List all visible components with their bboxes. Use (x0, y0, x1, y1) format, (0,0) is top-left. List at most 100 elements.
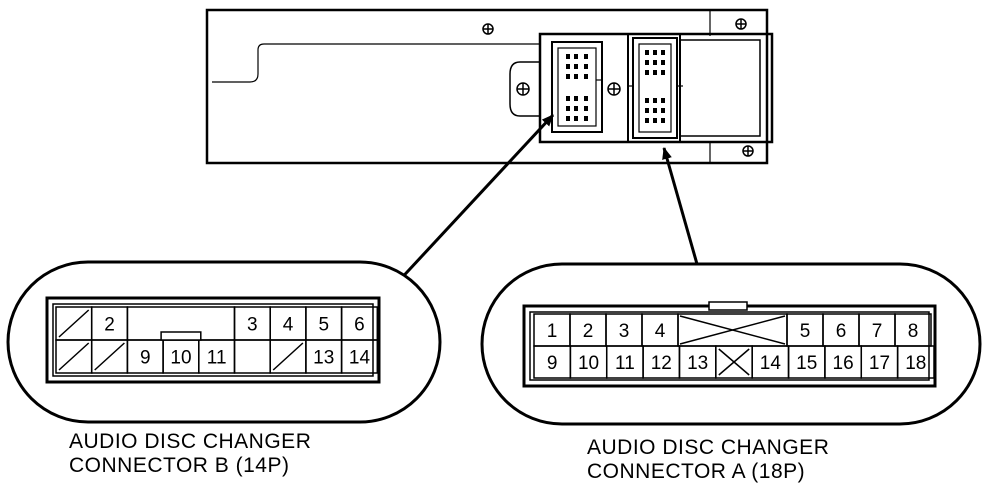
socket-pin (661, 60, 665, 65)
socket-pin (653, 98, 657, 103)
socket-pin (584, 96, 588, 101)
socket-pin (653, 108, 657, 113)
socket-pin (661, 50, 665, 55)
screw-icon (482, 18, 754, 157)
socket-b-inner (557, 47, 597, 127)
socket-pin (661, 70, 665, 75)
socket-pin (645, 118, 649, 123)
connector-housing (538, 32, 774, 144)
socket-a (632, 37, 678, 139)
socket-pin (661, 118, 665, 123)
pin-label: 14 (349, 348, 371, 369)
connector-a-bubble (480, 262, 982, 426)
pin-label: 11 (615, 353, 635, 374)
pin-label: 8 (908, 321, 919, 342)
unused-cavity-mark (58, 342, 90, 371)
pin-label: 10 (578, 353, 599, 374)
pin-label: 9 (547, 353, 558, 374)
socket-pin (645, 108, 649, 113)
socket-pin (566, 54, 570, 59)
connector-b-caption: AUDIO DISC CHANGER CONNECTOR B (14P) (69, 430, 311, 478)
pin-label: 5 (800, 321, 811, 342)
pin-label: 2 (583, 321, 594, 342)
empty-cavity (233, 339, 271, 374)
connector-a-caption-line2: CONNECTOR A (18P) (587, 460, 806, 483)
socket-pin (574, 96, 578, 101)
pin-label: 4 (283, 315, 294, 336)
socket-pin (645, 70, 649, 75)
socket-pin (574, 74, 578, 79)
socket-pin (584, 54, 588, 59)
pin-label: 14 (760, 353, 782, 374)
pin-cell (896, 345, 935, 379)
pin-label: 3 (619, 321, 630, 342)
pin-label: 18 (905, 353, 926, 374)
connector-a-callout (480, 262, 982, 426)
unused-cavity-mark (94, 342, 125, 371)
connector-b-lock-tab (160, 331, 202, 341)
socket-pin (661, 108, 665, 113)
unused-cavity-mark (718, 348, 750, 376)
pin-label: 5 (318, 315, 329, 336)
socket-pin (566, 64, 570, 69)
pin-label: 1 (547, 321, 558, 342)
socket-pin (574, 116, 578, 121)
arrow-to-connector-b (394, 113, 555, 286)
socket-pin (574, 54, 578, 59)
socket-pin (584, 106, 588, 111)
pin-label: 15 (796, 353, 817, 374)
socket-pin (645, 50, 649, 55)
socket-pin (566, 74, 570, 79)
pin-label: 6 (354, 315, 365, 336)
socket-pin (653, 50, 657, 55)
socket-pin (574, 64, 578, 69)
socket-pin (584, 64, 588, 69)
pin-label: 2 (104, 315, 115, 336)
socket-pin (566, 96, 570, 101)
socket-pin (653, 118, 657, 123)
socket-b (551, 41, 603, 133)
pin-label: 13 (313, 348, 334, 369)
unit-panel-line (212, 43, 540, 83)
socket-pin (566, 106, 570, 111)
connector-a-caption-line1: AUDIO DISC CHANGER (587, 436, 830, 459)
unused-cavity-mark (58, 309, 90, 338)
pin-label: 9 (140, 348, 151, 369)
connector-b-caption-line2: CONNECTOR B (14P) (69, 454, 290, 477)
unused-cavity-mark (272, 342, 304, 371)
pin-cell (340, 339, 379, 374)
connector-a-caption: AUDIO DISC CHANGER CONNECTOR A (18P) (587, 436, 829, 484)
socket-pin (653, 60, 657, 65)
right-bracket (680, 39, 761, 137)
connector-b-face (45, 296, 381, 384)
connector-a-lock-tab (708, 301, 748, 311)
socket-pin (645, 60, 649, 65)
pin-label: 16 (833, 353, 854, 374)
connector-b-caption-line1: AUDIO DISC CHANGER (69, 430, 312, 453)
socket-a-inner (638, 43, 672, 133)
connector-b-callout (6, 260, 442, 424)
arrow-to-connector-a (662, 147, 699, 265)
pin-label: 10 (170, 348, 191, 369)
pin-label: 4 (655, 321, 666, 342)
socket-pin (566, 116, 570, 121)
socket-pin (645, 98, 649, 103)
pin-label: 17 (869, 353, 890, 374)
pin-label: 7 (872, 321, 883, 342)
mounting-ear (509, 61, 540, 117)
socket-pin (584, 74, 588, 79)
unused-cavity-mark (679, 315, 786, 345)
socket-pin (584, 116, 588, 121)
socket-pins (566, 50, 665, 123)
socket-pin (653, 70, 657, 75)
connector-b-bubble (6, 260, 442, 424)
pin-label: 13 (687, 353, 708, 374)
pin-label: 6 (836, 321, 847, 342)
pin-label: 12 (651, 353, 672, 374)
socket-pin (574, 106, 578, 111)
disc-changer-unit (205, 8, 774, 165)
socket-pin (661, 98, 665, 103)
